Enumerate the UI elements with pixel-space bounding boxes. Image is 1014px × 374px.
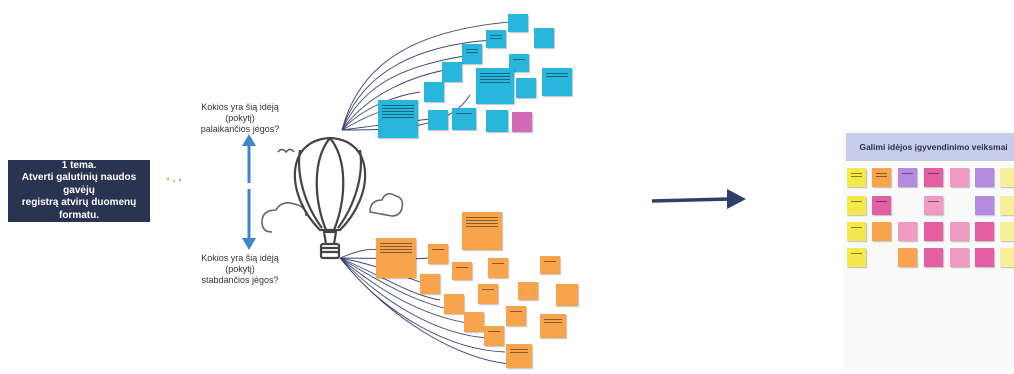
- sticky-note: [506, 344, 532, 368]
- sticky-note: [428, 244, 448, 264]
- sticky-note: [924, 222, 943, 241]
- sticky-note: [1000, 248, 1014, 267]
- question-line: Kokios yra šią idėją (pokytį): [201, 102, 279, 123]
- topic-card: 1 tema. Atverti galutinių naudos gavėjų …: [8, 160, 150, 222]
- sticky-note: [452, 262, 472, 280]
- sticky-note: [540, 256, 560, 274]
- sticky-note: [542, 68, 572, 96]
- sticky-note: [1000, 196, 1014, 215]
- sticky-note: [540, 314, 566, 338]
- sticky-note: [376, 238, 416, 278]
- sticky-note: [484, 326, 504, 346]
- sticky-note: [509, 54, 529, 72]
- sticky-note: [488, 258, 508, 278]
- sticky-note: [898, 168, 917, 187]
- sticky-note: [872, 196, 891, 215]
- sticky-note: [534, 28, 554, 48]
- sticky-note: [924, 168, 943, 187]
- sticky-note: [452, 108, 476, 130]
- double-headed-arrow-icon: [242, 134, 256, 250]
- sticky-note: [486, 110, 508, 132]
- hot-air-balloon-icon: [293, 136, 367, 260]
- sticky-note: [950, 168, 969, 187]
- question-line: palaikančios jėgos?: [200, 124, 280, 134]
- sticky-note: [847, 222, 866, 241]
- sticky-note: [924, 248, 943, 267]
- sticky-note: [556, 284, 578, 306]
- sticky-note: [486, 30, 506, 48]
- bird-icon: [277, 148, 295, 154]
- sticky-note: [872, 168, 891, 187]
- question-line: stabdančios jėgos?: [201, 275, 279, 285]
- sticky-note: [975, 196, 994, 215]
- sticky-note: [872, 222, 891, 241]
- sticky-note: [898, 222, 917, 241]
- sticky-note: [512, 112, 532, 132]
- sticky-note: [975, 222, 994, 241]
- sticky-note: [462, 212, 502, 250]
- sticky-note: [1000, 168, 1014, 187]
- driving-forces-question: Kokios yra šią idėją (pokytį) palaikanči…: [190, 102, 290, 135]
- sticky-note: [462, 44, 482, 64]
- right-arrow-icon: [651, 189, 746, 209]
- sticky-note: [847, 168, 866, 187]
- sticky-note: [950, 248, 969, 267]
- sticky-note: [516, 78, 536, 98]
- sticky-note: [506, 306, 526, 326]
- topic-line: registrą atvirų duomenų: [21, 197, 137, 209]
- sticky-note: [442, 62, 462, 82]
- decorative-dots: [166, 177, 182, 183]
- actions-panel-title: Galimi idėjos įgyvendinimo veiksmai: [846, 133, 1014, 161]
- sticky-note: [508, 14, 528, 32]
- topic-line: formatu.: [59, 209, 99, 221]
- sticky-note: [924, 196, 943, 215]
- sticky-note: [476, 68, 514, 104]
- sticky-note: [847, 248, 866, 267]
- sticky-note: [975, 248, 994, 267]
- topic-line: 1 tema.: [61, 159, 97, 171]
- sticky-note: [478, 284, 498, 304]
- restraining-connectors: [339, 248, 511, 365]
- sticky-note: [378, 100, 418, 138]
- topic-line: Atverti galutinių naudos gavėjų: [21, 172, 137, 196]
- sticky-note: [975, 168, 994, 187]
- sticky-note: [444, 294, 464, 314]
- sticky-note: [420, 274, 440, 294]
- restraining-forces-question: Kokios yra šią idėją (pokytį) stabdančio…: [190, 253, 290, 286]
- sticky-note: [428, 110, 448, 130]
- question-line: Kokios yra šią idėją (pokytį): [201, 253, 279, 274]
- sticky-note: [424, 82, 444, 102]
- sticky-note: [950, 222, 969, 241]
- sticky-note: [847, 196, 866, 215]
- sticky-note: [518, 282, 538, 300]
- sticky-note: [1000, 222, 1014, 241]
- sticky-note: [464, 312, 484, 332]
- cloud-icon: [261, 192, 404, 233]
- sticky-note: [898, 248, 917, 267]
